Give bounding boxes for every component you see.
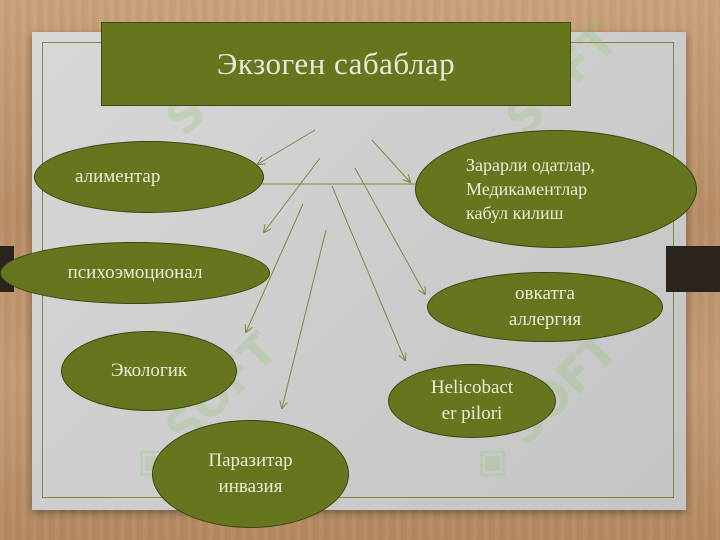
node-parasite-invasion: Паразитар инвазия bbox=[152, 420, 349, 528]
node-ecologic: Экологик bbox=[61, 331, 237, 411]
arrow-to-parasite bbox=[282, 229, 327, 408]
arrow-to-allergy bbox=[354, 167, 425, 294]
diagram-title: Экзоген сабаблар bbox=[216, 46, 456, 81]
arrow-to-harmful bbox=[371, 139, 410, 182]
node-alimentar: алиментар bbox=[34, 141, 264, 213]
node-harmful-habits: Зарарли одатлар, Медикаментлар кабул кил… bbox=[415, 130, 697, 248]
title-box: Экзоген сабаблар bbox=[101, 22, 571, 106]
arrow-to-ecologic bbox=[246, 203, 304, 332]
arrow-to-psycho bbox=[264, 157, 321, 232]
arrow-to-alimentar bbox=[258, 129, 316, 164]
node-psychoemotional: психоэмоционал bbox=[0, 242, 270, 304]
right-side-tab bbox=[666, 246, 720, 292]
arrow-to-helico bbox=[331, 185, 405, 360]
node-helicobacter: Helicobact er pilori bbox=[388, 364, 556, 438]
node-food-allergy: овкатга аллергия bbox=[427, 272, 663, 342]
